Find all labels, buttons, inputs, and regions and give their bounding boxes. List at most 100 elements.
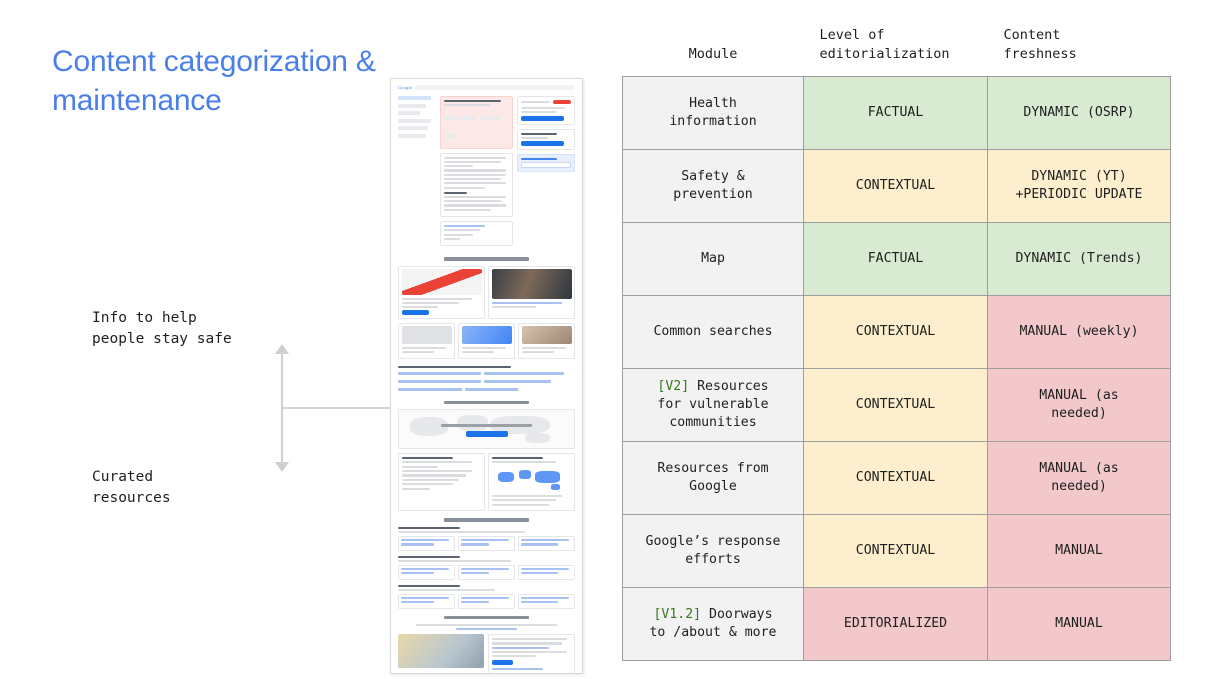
resource-link-tile	[458, 594, 515, 609]
screenshot-left-column	[440, 96, 513, 250]
map-section-heading	[444, 400, 529, 404]
arrow-head-down-icon	[275, 462, 289, 472]
resource-link-tile	[458, 536, 515, 551]
cell-content-freshness: DYNAMIC (YT) +PERIODIC UPDATE	[987, 149, 1171, 223]
cell-level-of-editorialization: EDITORIALIZED	[803, 587, 988, 661]
cell-module: Resources from Google	[622, 441, 804, 515]
google-response-section	[395, 624, 578, 673]
cell-level-of-editorialization: CONTEXTUAL	[803, 441, 988, 515]
tool-card	[516, 154, 575, 173]
annotation-top-label: Info to help people stay safe	[92, 310, 232, 347]
screenshot-sidebar	[398, 96, 436, 250]
resource-link-tile	[398, 594, 455, 609]
sidebar-item	[398, 118, 432, 123]
cell-module: Google’s response efforts	[622, 514, 804, 588]
cell-content-freshness: DYNAMIC (Trends)	[987, 222, 1171, 296]
cell-content-freshness: MANUAL (as needed)	[987, 441, 1171, 515]
cell-module: [V1.2] Doorways to /about & more	[622, 587, 804, 661]
safety-tiles-row	[395, 265, 578, 319]
cell-content-freshness: DYNAMIC (OSRP)	[987, 76, 1171, 150]
arrow-head-up-icon	[275, 344, 289, 354]
health-text-card	[440, 152, 513, 218]
safety-tiles-row-2	[395, 322, 578, 359]
categorization-table: Module Level of editorialization Content…	[622, 26, 1171, 661]
cell-module: Health information	[622, 76, 804, 150]
connector-line	[281, 407, 391, 409]
tile-image	[491, 269, 572, 300]
resource-link-tile	[458, 565, 515, 580]
cell-level-of-editorialization: FACTUAL	[803, 222, 988, 296]
cell-level-of-editorialization: FACTUAL	[803, 76, 988, 150]
cell-content-freshness: MANUAL	[987, 587, 1171, 661]
browser-screenshot-thumbnail: Google	[390, 78, 583, 674]
version-tag: [V1.2]	[653, 607, 702, 622]
video-tile	[488, 265, 575, 319]
cell-level-of-editorialization: CONTEXTUAL	[803, 368, 988, 442]
version-tag: [V2]	[657, 379, 690, 394]
cell-content-freshness: MANUAL	[987, 514, 1171, 588]
tile-image	[401, 269, 482, 296]
page-title: Content categorization & maintenance	[52, 45, 376, 117]
resource-link-tile	[398, 565, 455, 580]
column-header-module: Module	[688, 46, 738, 62]
screenshot-main-columns	[440, 96, 575, 250]
section-heading	[444, 257, 529, 261]
safety-tile	[398, 265, 485, 319]
cell-content-freshness: MANUAL (as needed)	[987, 368, 1171, 442]
table-header-row: Module Level of editorialization Content…	[623, 26, 1171, 77]
health-info-card	[440, 96, 513, 149]
cell-module: Map	[622, 222, 804, 296]
map-stats-row	[395, 453, 578, 512]
stats-table-tile	[398, 453, 485, 512]
resources-links	[395, 526, 578, 609]
resource-link-tile	[398, 536, 455, 551]
safety-tile	[458, 322, 515, 359]
common-searches-section	[395, 359, 578, 394]
cell-module: [V2] Resources for vulnerable communitie…	[622, 368, 804, 442]
resource-link-tile	[518, 565, 575, 580]
google-response-heading	[444, 615, 529, 619]
tile-image	[401, 326, 452, 345]
annotation-bottom-label: Curated resources	[92, 469, 171, 506]
cell-content-freshness: MANUAL (weekly)	[987, 295, 1171, 369]
screenshot-content: Google	[391, 79, 582, 673]
source-card	[440, 221, 513, 247]
cell-module: Safety & prevention	[622, 149, 804, 223]
screenshot-body	[395, 94, 578, 250]
column-header-content-freshness: Content freshness	[1003, 27, 1077, 62]
resource-link-tile	[518, 594, 575, 609]
resources-section-heading	[444, 518, 529, 522]
screenshot-topbar: Google	[395, 85, 578, 94]
response-text-card	[488, 634, 575, 673]
response-hero-image	[398, 634, 485, 673]
safety-tile	[398, 322, 455, 359]
world-map-module	[398, 409, 575, 449]
resource-link-tile	[518, 536, 575, 551]
sidebar-item	[398, 103, 427, 108]
search-bar	[415, 85, 575, 90]
sidebar-item	[398, 133, 427, 138]
sidebar-item	[398, 126, 429, 130]
sidebar-item	[398, 96, 432, 100]
cell-module: Common searches	[622, 295, 804, 369]
tile-image	[521, 326, 572, 345]
mini-world-map	[491, 465, 572, 496]
tile-image	[461, 326, 512, 345]
sidebar-item	[398, 111, 421, 115]
categorization-table-wrapper: Module Level of editorialization Content…	[622, 26, 1171, 661]
screenshot-right-column	[516, 96, 575, 250]
cell-level-of-editorialization: CONTEXTUAL	[803, 295, 988, 369]
table-row: [V2] Resources for vulnerable communitie…	[622, 368, 1171, 442]
map-chart-tile	[488, 453, 575, 512]
column-header-level-of-editorialization: Level of editorialization	[819, 27, 950, 62]
alert-card	[516, 96, 575, 125]
safety-tile	[518, 322, 575, 359]
cell-level-of-editorialization: CONTEXTUAL	[803, 514, 988, 588]
